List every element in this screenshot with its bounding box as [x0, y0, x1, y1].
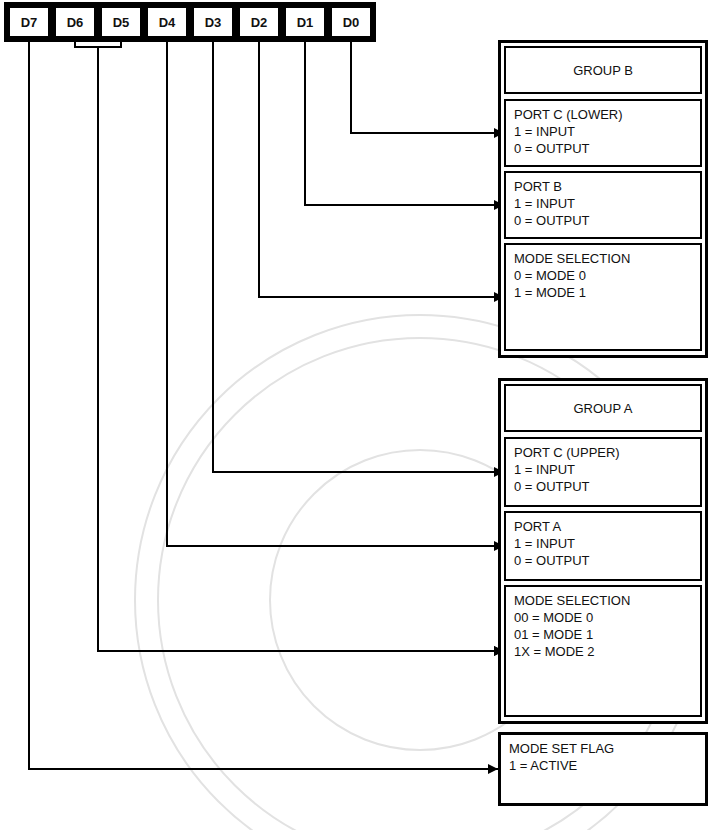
bit-label: D6 — [67, 15, 84, 30]
field-box: PORT B1 = INPUT0 = OUTPUT — [504, 171, 702, 239]
control-bit-arrow — [213, 38, 504, 472]
field-option: 1X = MODE 2 — [514, 644, 692, 661]
field-option: 1 = INPUT — [514, 196, 692, 213]
control-bit-arrow — [167, 38, 504, 546]
field-option: 0 = OUTPUT — [514, 141, 692, 158]
field-name: PORT C (UPPER) — [514, 445, 692, 462]
field-option: 1 = INPUT — [514, 536, 692, 553]
bit-label: D1 — [297, 15, 314, 30]
field-name: PORT C (LOWER) — [514, 107, 692, 124]
control-bit-arrow — [259, 38, 504, 297]
field-option: 0 = OUTPUT — [514, 479, 692, 496]
field-name: PORT A — [514, 519, 692, 536]
field-box: MODE SET FLAG1 = ACTIVE — [498, 732, 708, 806]
bit-strip — [4, 2, 376, 42]
bit-box: D4 — [146, 6, 188, 38]
bit-box: D3 — [192, 6, 234, 38]
field-option: 01 = MODE 1 — [514, 627, 692, 644]
field-option: 1 = INPUT — [514, 462, 692, 479]
bit-box: D1 — [284, 6, 326, 38]
control-bit-arrow — [305, 38, 504, 205]
bit-label: D5 — [113, 15, 130, 30]
bit-label: D2 — [251, 15, 268, 30]
bit-box: D2 — [238, 6, 280, 38]
bit-box: D5 — [100, 6, 142, 38]
bit-label: D4 — [159, 15, 176, 30]
field-name: MODE SELECTION — [514, 251, 692, 268]
control-bit-arrow — [29, 38, 498, 769]
field-box: MODE SELECTION0 = MODE 01 = MODE 1 — [504, 243, 702, 351]
field-option: 0 = OUTPUT — [514, 553, 692, 570]
bit-label: D0 — [343, 15, 360, 30]
bit-box: D6 — [54, 6, 96, 38]
field-option: 1 = INPUT — [514, 124, 692, 141]
bit-box: D0 — [330, 6, 372, 38]
field-box: PORT A1 = INPUT0 = OUTPUT — [504, 511, 702, 581]
field-name: PORT B — [514, 179, 692, 196]
field-option: 1 = MODE 1 — [514, 285, 692, 302]
field-box: PORT C (LOWER)1 = INPUT0 = OUTPUT — [504, 99, 702, 167]
field-option: 0 = MODE 0 — [514, 268, 692, 285]
control-bit-arrow — [98, 38, 504, 651]
group-heading: GROUP A — [504, 384, 702, 432]
control-bit-arrow — [75, 38, 504, 651]
bit-label: D3 — [205, 15, 222, 30]
field-name: MODE SET FLAG — [509, 741, 697, 758]
field-option: 0 = OUTPUT — [514, 213, 692, 230]
field-box: PORT C (UPPER)1 = INPUT0 = OUTPUT — [504, 437, 702, 507]
group-panel: GROUP BPORT C (LOWER)1 = INPUT0 = OUTPUT… — [498, 40, 708, 358]
field-option: 1 = ACTIVE — [509, 758, 697, 775]
control-bit-arrow — [351, 38, 504, 133]
bit-label: D7 — [21, 15, 38, 30]
bit-box: D7 — [8, 6, 50, 38]
field-option: 00 = MODE 0 — [514, 610, 692, 627]
field-box: MODE SELECTION00 = MODE 001 = MODE 11X =… — [504, 585, 702, 717]
group-panel: GROUP APORT C (UPPER)1 = INPUT0 = OUTPUT… — [498, 378, 708, 724]
field-name: MODE SELECTION — [514, 593, 692, 610]
group-heading: GROUP B — [504, 46, 702, 94]
